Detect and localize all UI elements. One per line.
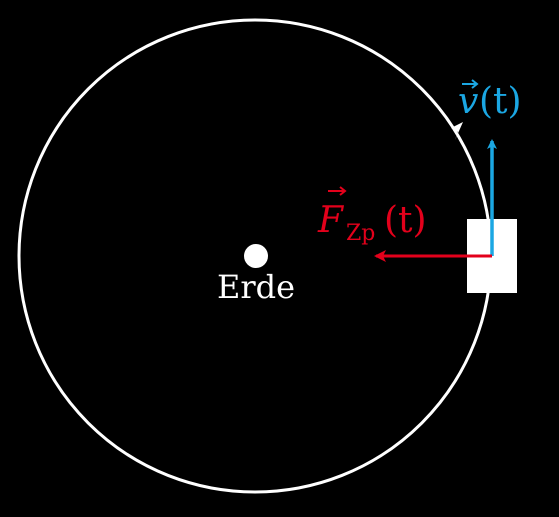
force-symbol: F [317, 200, 345, 241]
velocity-label: v (t) [458, 79, 522, 122]
force-argument: (t) [384, 200, 427, 241]
force-label: F Zp (t) [317, 186, 427, 246]
earth-dot [244, 244, 268, 268]
force-subscript: Zp [346, 221, 375, 246]
velocity-symbol: v [458, 81, 478, 122]
velocity-argument: (t) [479, 81, 522, 122]
force-vector-accent [328, 186, 347, 196]
orbit-direction-arrow [451, 122, 463, 140]
earth-label: Erde [217, 268, 295, 306]
velocity-vector-accent [462, 79, 479, 89]
